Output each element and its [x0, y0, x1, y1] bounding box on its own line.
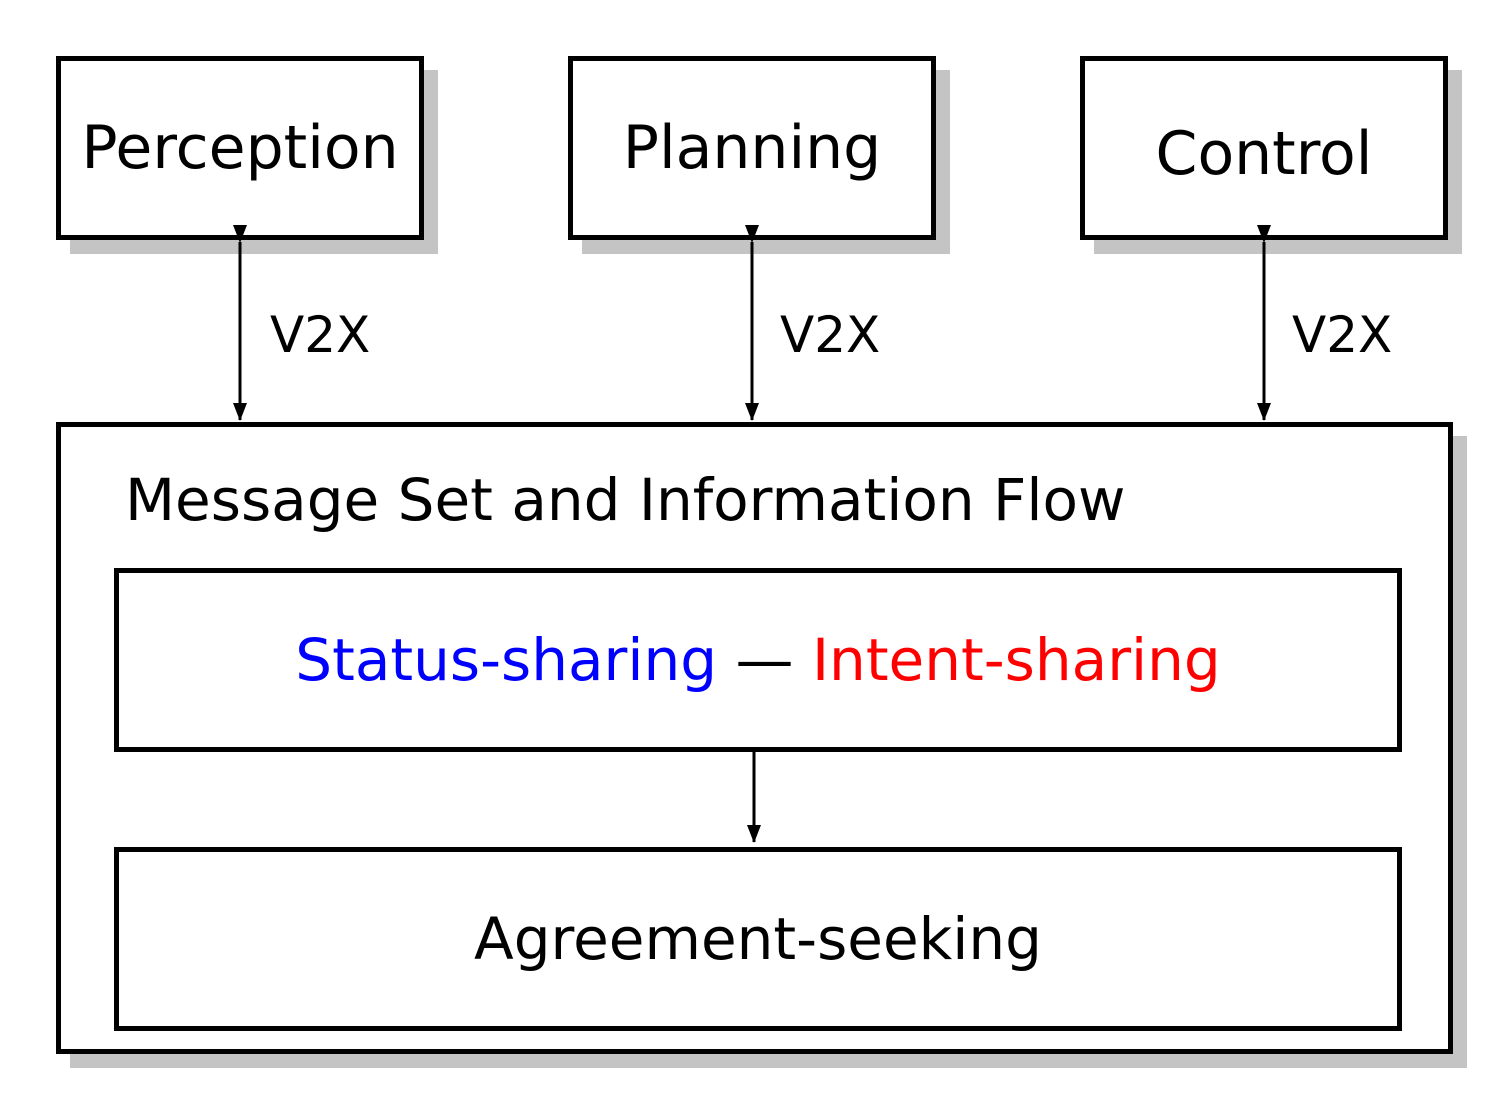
perception-box: Perception	[56, 56, 424, 240]
control-label: Control	[1155, 119, 1373, 189]
message-set-container: Message Set and Information Flow Status-…	[56, 422, 1453, 1054]
agreement-seeking-label: Agreement-seeking	[474, 905, 1042, 973]
planning-label: Planning	[622, 113, 882, 183]
intent-sharing-label: Intent-sharing	[811, 626, 1221, 694]
sharing-box: Status-sharing — Intent-sharing	[114, 568, 1402, 752]
sharing-separator: —	[717, 626, 812, 694]
v2x-label-control: V2X	[1292, 306, 1393, 364]
container-title: Message Set and Information Flow	[125, 466, 1126, 534]
status-sharing-label: Status-sharing	[295, 626, 718, 694]
v2x-label-perception: V2X	[270, 306, 371, 364]
sharing-line: Status-sharing — Intent-sharing	[295, 631, 1220, 689]
planning-box: Planning	[568, 56, 936, 240]
control-box: Control	[1080, 56, 1448, 240]
perception-label: Perception	[81, 113, 399, 183]
v2x-label-planning: V2X	[780, 306, 881, 364]
agreement-box: Agreement-seeking	[114, 847, 1402, 1031]
